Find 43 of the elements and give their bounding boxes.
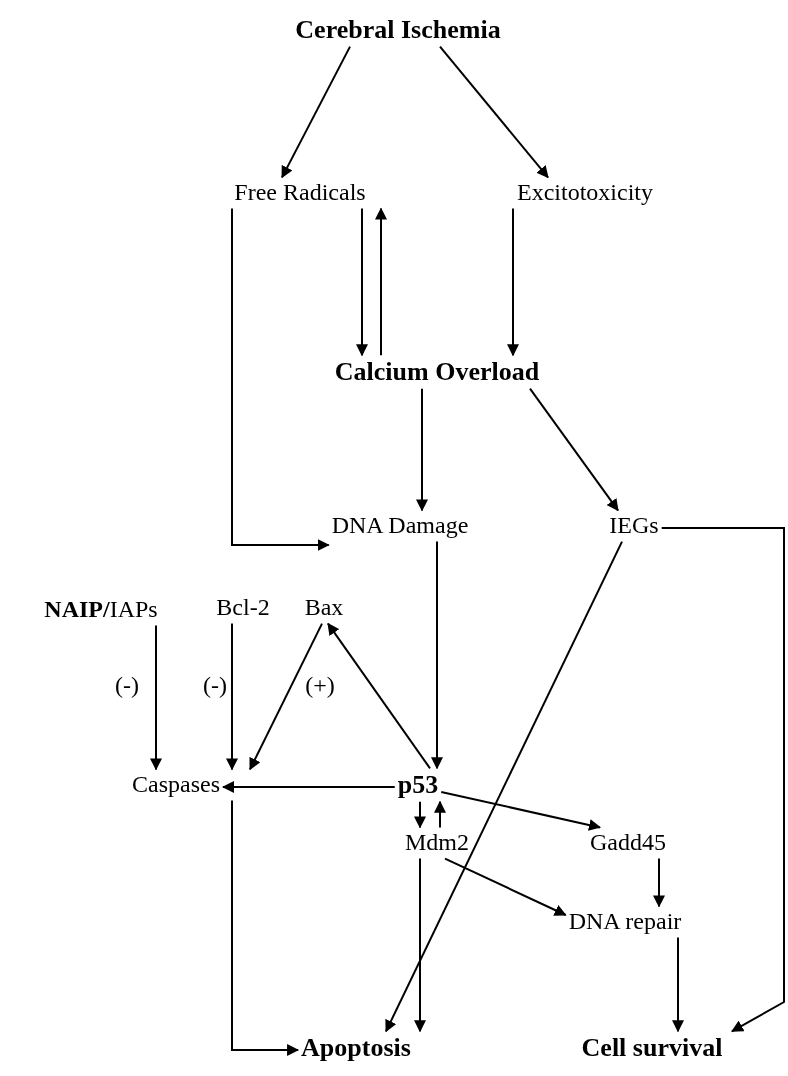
arrow <box>529 387 619 512</box>
node-label: DNA repair <box>568 909 682 935</box>
node-label: Apoptosis <box>301 1034 411 1062</box>
node-label: NAIP/IAPs <box>44 597 158 623</box>
arrow <box>231 799 300 1056</box>
node-label: Free Radicals <box>234 180 366 206</box>
node-label: Cell survival <box>581 1034 723 1062</box>
node-label: DNA Damage <box>331 513 469 539</box>
node-label: Bax <box>304 595 344 621</box>
arrow <box>444 857 567 916</box>
node-label: Gadd45 <box>590 830 666 856</box>
arrow <box>226 622 238 771</box>
arrow <box>507 207 519 357</box>
arrow <box>660 527 785 1033</box>
node-label: Mdm2 <box>405 830 469 856</box>
arrow <box>416 387 428 512</box>
arrow <box>327 622 431 770</box>
arrow <box>414 857 426 1033</box>
edge-label: (-) <box>203 673 227 699</box>
arrow <box>439 45 549 179</box>
edge-label: (-) <box>115 673 139 699</box>
arrow <box>431 540 443 770</box>
node-label: Bcl-2 <box>216 595 270 621</box>
arrow <box>440 791 601 831</box>
arrow <box>249 622 323 771</box>
arrow <box>434 800 446 829</box>
node-label: Calcium Overload <box>334 358 540 386</box>
node-label: Cerebral Ischemia <box>295 16 501 44</box>
node-label: IEGs <box>609 513 659 539</box>
node-label: p53 <box>397 771 439 799</box>
arrow <box>653 857 665 908</box>
arrow <box>356 207 368 357</box>
edge-label: (+) <box>305 673 335 699</box>
arrow <box>375 207 387 357</box>
arrow <box>150 624 162 771</box>
node-label: Excitotoxicity <box>517 180 653 206</box>
node-label: Caspases <box>132 772 220 798</box>
arrow <box>281 45 351 179</box>
arrow <box>222 781 396 793</box>
arrow <box>231 207 330 551</box>
arrow <box>672 936 684 1033</box>
arrow <box>414 800 426 829</box>
arrow <box>385 540 623 1033</box>
